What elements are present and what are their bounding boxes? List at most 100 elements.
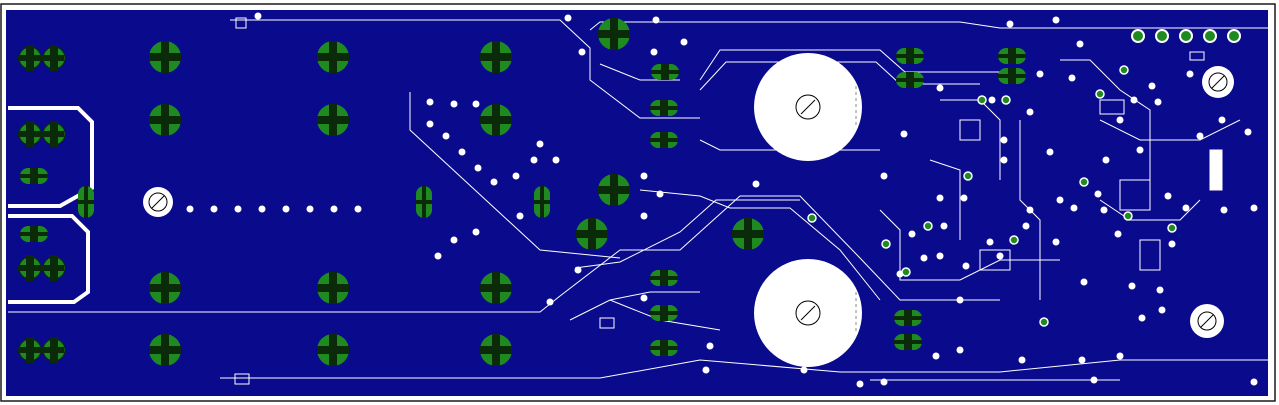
- via-dot-icon: [956, 296, 964, 304]
- via-dot-icon: [1168, 240, 1176, 248]
- via-dot-icon: [210, 205, 218, 213]
- via-dot-icon: [1186, 70, 1194, 78]
- pad-oval: [894, 310, 922, 326]
- via-dot-icon: [900, 130, 908, 138]
- via-dot-icon: [306, 205, 314, 213]
- pad-large: [149, 334, 181, 366]
- via-dot-icon: [546, 298, 554, 306]
- via-dot-icon: [1250, 204, 1258, 212]
- via-dot-icon: [706, 342, 714, 350]
- via-dot-icon: [426, 120, 434, 128]
- via-dot-icon: [552, 156, 560, 164]
- via-dot-icon: [1052, 238, 1060, 246]
- via-dot-icon: [901, 267, 911, 277]
- via-dot-icon: [490, 178, 498, 186]
- pad-large: [317, 104, 349, 136]
- via-dot-icon: [1095, 89, 1105, 99]
- via-dot-icon: [516, 212, 524, 220]
- via-dot-icon: [1156, 286, 1164, 294]
- pad-oval: [650, 132, 678, 148]
- via-dot-icon: [578, 48, 586, 56]
- via-dot-icon: [936, 194, 944, 202]
- pad-oval: [650, 305, 678, 321]
- via-dot-icon: [1026, 206, 1034, 214]
- via-dot-icon: [977, 95, 987, 105]
- via-dot-icon: [1078, 356, 1086, 364]
- circled-slash-icon: [143, 187, 173, 217]
- pad-large: [576, 218, 608, 250]
- trace-outlines: [8, 19, 1270, 381]
- pad-oval: [650, 340, 678, 356]
- via-dot-icon: [800, 366, 808, 374]
- via-dot-icon: [574, 266, 582, 274]
- pad-large: [480, 272, 512, 304]
- via-dot-icon: [1001, 95, 1011, 105]
- circled-slash-icon: [1190, 304, 1224, 338]
- via-dot-icon: [1000, 136, 1008, 144]
- via-dot-icon: [1128, 282, 1136, 290]
- via-dot-icon: [186, 12, 1258, 388]
- via-dot-icon: [1018, 356, 1026, 364]
- via-dot-icon: [426, 98, 434, 106]
- via-dot-icon: [652, 16, 660, 24]
- circled-slash-icon: [1202, 66, 1234, 98]
- via-dot-icon: [1026, 108, 1034, 116]
- via-dot-icon: [1094, 190, 1102, 198]
- via-dot-icon: [1136, 146, 1144, 154]
- via-dot-icon: [1046, 148, 1054, 156]
- pad-oval: [651, 64, 679, 80]
- via-dot-icon: [1164, 192, 1172, 200]
- pad-oval: [20, 168, 48, 184]
- connector-header: [1131, 29, 1241, 43]
- via-dot-icon: [640, 212, 648, 220]
- via-dot-icon: [1116, 116, 1124, 124]
- pad-vertical: [416, 186, 432, 218]
- via-dot-icon: [807, 213, 817, 223]
- via-dot-icon: [702, 366, 710, 374]
- pad-oval: [650, 100, 678, 116]
- via-dot-icon: [956, 346, 964, 354]
- via-dot-icon: [940, 222, 948, 230]
- via-dot-icon: [442, 132, 450, 140]
- pad-oval: [998, 48, 1026, 64]
- pad-vertical: [78, 186, 94, 218]
- via-dot-icon: [434, 252, 442, 260]
- via-dot-icon: [936, 252, 944, 260]
- via-dot-icon: [530, 156, 538, 164]
- via-dot-icon: [962, 262, 970, 270]
- via-dot-icon: [186, 205, 194, 213]
- via-dot-icon: [1196, 132, 1204, 140]
- pad-large: [598, 174, 630, 206]
- pad-oval: [894, 334, 922, 350]
- via-dot-icon: [354, 205, 362, 213]
- smd-markings: [234, 17, 1223, 385]
- pad-large: [149, 104, 181, 136]
- via-dot-icon: [650, 48, 658, 56]
- via-dot-icon: [1220, 206, 1228, 214]
- via-dot-icon: [564, 14, 572, 22]
- via-dot-icon: [450, 100, 458, 108]
- via-dot-icon: [1114, 230, 1122, 238]
- pad-large: [317, 334, 349, 366]
- via-dot-icon: [1009, 235, 1019, 245]
- pad-large: [480, 104, 512, 136]
- coil-area-bottom: [754, 259, 862, 367]
- via-dot-icon: [1080, 278, 1088, 286]
- via-dot-icon: [512, 172, 520, 180]
- via-dot-icon: [1000, 156, 1008, 164]
- via-dot-icon: [282, 205, 290, 213]
- via-dot-icon: [640, 172, 648, 180]
- via-dot-icon: [960, 194, 968, 202]
- via-dot-icon: [1076, 40, 1084, 48]
- via-dot-icon: [1100, 206, 1108, 214]
- pad-large: [317, 272, 349, 304]
- pad-oval: [20, 226, 48, 242]
- via-dot-icon: [936, 84, 944, 92]
- via-dot-icon: [1022, 222, 1030, 230]
- via-dot-icon: [1244, 128, 1252, 136]
- via-dot-icon: [1052, 16, 1060, 24]
- via-dot-icon: [458, 148, 466, 156]
- via-dot-icon: [856, 380, 864, 388]
- pad-large: [149, 272, 181, 304]
